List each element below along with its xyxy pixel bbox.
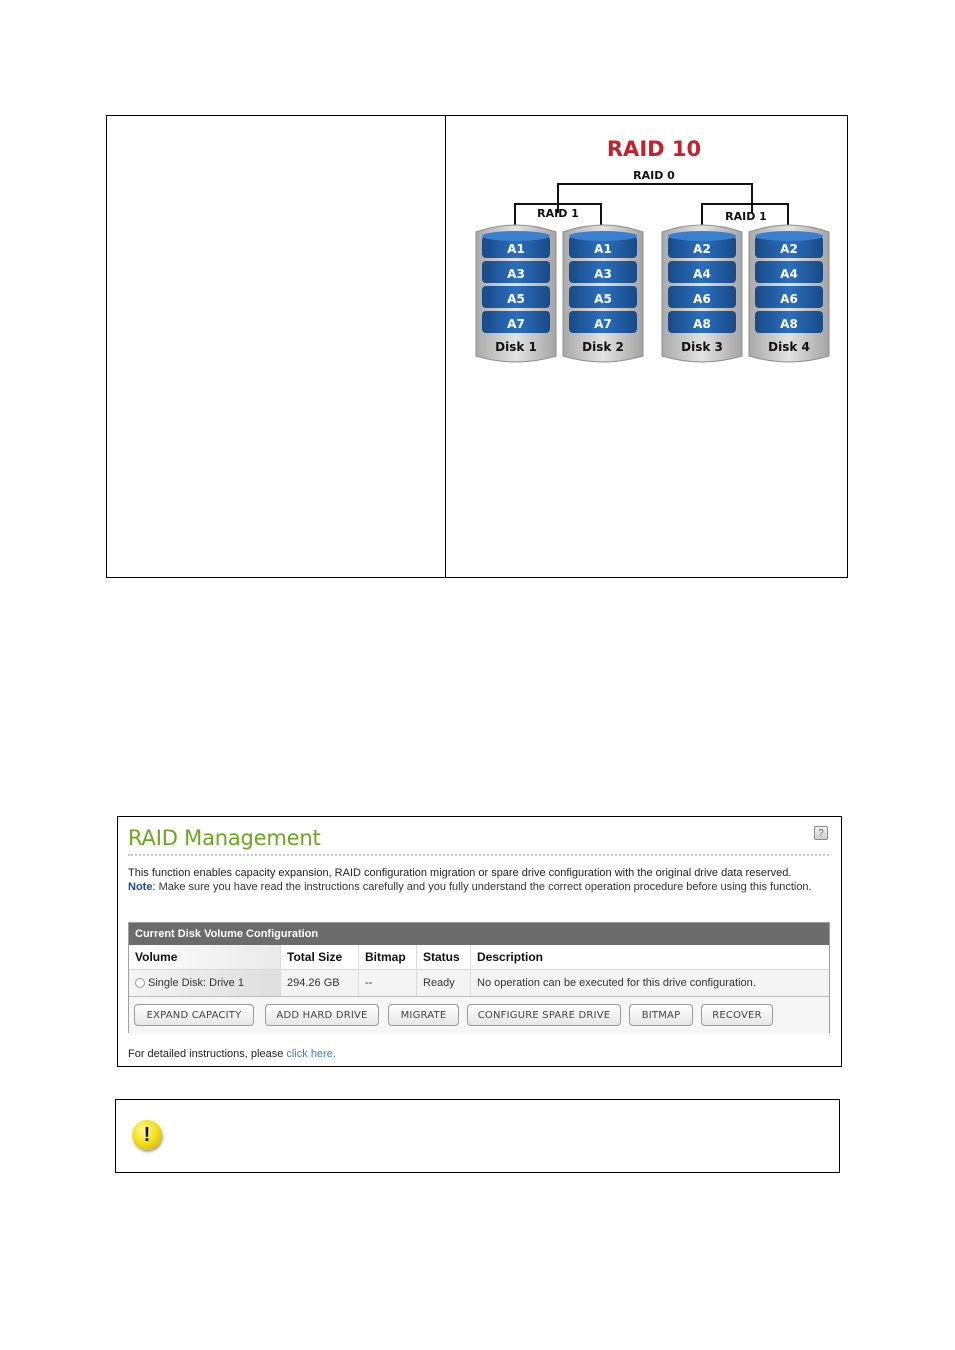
table-right-cell: RAID 10 RAID 0 RAID 1 RAID 1 A1 A3 A5 <box>446 116 847 577</box>
disk-3-label: Disk 3 <box>681 340 723 354</box>
table-title: Current Disk Volume Configuration <box>129 923 829 945</box>
disk-2-block-2: A3 <box>594 267 612 281</box>
disk-1-block-4: A7 <box>507 317 525 331</box>
disk-4-block-3: A6 <box>780 292 798 306</box>
expand-capacity-button[interactable]: EXPAND CAPACITY <box>134 1004 254 1026</box>
disk-2-block-1: A1 <box>594 242 612 256</box>
disk-4-block-4: A8 <box>780 317 798 331</box>
volume-cell[interactable]: Single Disk: Drive 1 <box>129 970 281 996</box>
configure-spare-drive-button[interactable]: CONFIGURE SPARE DRIVE <box>467 1004 621 1026</box>
disk-3-block-4: A8 <box>693 317 711 331</box>
add-hard-drive-button[interactable]: ADD HARD DRIVE <box>265 1004 379 1026</box>
bitmap-button[interactable]: BITMAP <box>629 1004 693 1026</box>
bitmap-cell: -- <box>359 970 417 996</box>
column-header-description: Description <box>471 945 829 969</box>
disk-4-block-1: A2 <box>780 242 798 256</box>
disk-1: A1 A3 A5 A7 Disk 1 <box>476 225 556 362</box>
note-label: Note <box>128 881 152 893</box>
disk-4-label: Disk 4 <box>768 340 810 354</box>
volume-configuration-table: Current Disk Volume Configuration Volume… <box>128 922 830 1033</box>
action-button-bar: EXPAND CAPACITY ADD HARD DRIVE MIGRATE C… <box>129 997 829 1034</box>
disk-2-block-3: A5 <box>594 292 612 306</box>
volume-radio[interactable] <box>135 978 145 988</box>
disk-3-block-1: A2 <box>693 242 711 256</box>
migrate-button[interactable]: MIGRATE <box>388 1004 459 1026</box>
raid0-label: RAID 0 <box>633 169 675 182</box>
column-header-bitmap: Bitmap <box>359 945 417 969</box>
raid1-label-right: RAID 1 <box>725 210 767 223</box>
column-header-total-size: Total Size <box>281 945 359 969</box>
description-cell: No operation can be executed for this dr… <box>471 970 829 996</box>
note-text: : Make sure you have read the instructio… <box>152 881 811 893</box>
disk-3: A2 A4 A6 A8 Disk 3 <box>662 225 742 362</box>
disk-4: A2 A4 A6 A8 Disk 4 <box>749 225 829 362</box>
exclamation-warning-icon: ! <box>132 1120 162 1150</box>
disk-1-block-3: A5 <box>507 292 525 306</box>
table-header-row: Volume Total Size Bitmap Status Descript… <box>129 945 829 970</box>
info-table: RAID 10 RAID 0 RAID 1 RAID 1 A1 A3 A5 <box>106 115 848 578</box>
raid1-label-left: RAID 1 <box>537 207 579 220</box>
table-row[interactable]: Single Disk: Drive 1 294.26 GB -- Ready … <box>129 970 829 997</box>
help-icon[interactable]: ? <box>814 826 828 840</box>
disk-3-block-3: A6 <box>693 292 711 306</box>
column-header-status: Status <box>417 945 471 969</box>
table-left-cell <box>107 116 445 577</box>
diagram-title: RAID 10 <box>607 137 701 161</box>
raid-management-panel: RAID Management ? This function enables … <box>117 816 842 1067</box>
disk-2-block-4: A7 <box>594 317 612 331</box>
volume-name: Single Disk: Drive 1 <box>148 977 244 989</box>
footer-text: For detailed instructions, please <box>128 1048 286 1060</box>
status-cell: Ready <box>417 970 471 996</box>
page-title: RAID Management <box>128 826 320 850</box>
instructions-footer: For detailed instructions, please click … <box>128 1048 336 1060</box>
column-header-volume: Volume <box>129 945 281 969</box>
title-divider <box>128 854 829 856</box>
warning-box: ! <box>115 1099 840 1173</box>
disk-1-block-2: A3 <box>507 267 525 281</box>
disk-4-block-2: A4 <box>780 267 798 281</box>
panel-description: This function enables capacity expansion… <box>128 867 833 894</box>
total-size-cell: 294.26 GB <box>281 970 359 996</box>
disk-2: A1 A3 A5 A7 Disk 2 <box>563 225 643 362</box>
recover-button[interactable]: RECOVER <box>701 1004 773 1026</box>
raid10-diagram: RAID 10 RAID 0 RAID 1 RAID 1 A1 A3 A5 <box>446 116 848 376</box>
instructions-link[interactable]: click here. <box>286 1048 336 1060</box>
disk-1-block-1: A1 <box>507 242 525 256</box>
disk-3-block-2: A4 <box>693 267 711 281</box>
disk-2-label: Disk 2 <box>582 340 624 354</box>
description-text: This function enables capacity expansion… <box>128 867 791 879</box>
disk-1-label: Disk 1 <box>495 340 537 354</box>
